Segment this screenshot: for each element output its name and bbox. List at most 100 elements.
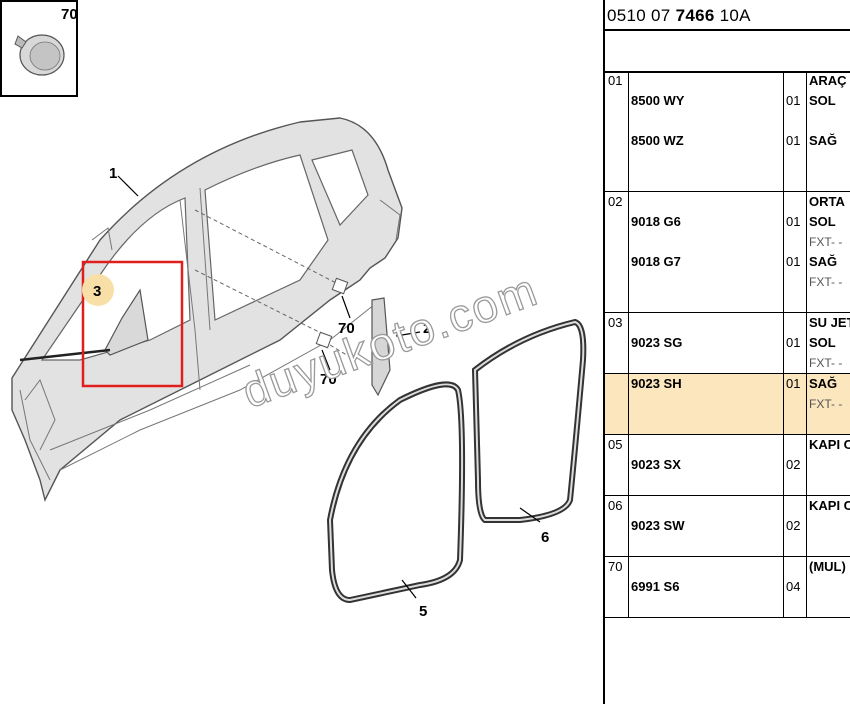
cell-part: 6991 S6	[628, 556, 784, 618]
description: (MUL)	[809, 559, 846, 574]
cell-qty: 04	[783, 556, 807, 618]
quantity	[786, 475, 806, 495]
description: FXT- -	[809, 397, 843, 411]
group-number: 06	[608, 498, 623, 513]
description	[809, 536, 850, 556]
part-number	[631, 353, 783, 373]
quantity	[786, 292, 806, 312]
quantity: 01	[786, 254, 801, 269]
cell-part: 9023 SH	[628, 373, 784, 435]
description: KAPI C	[809, 437, 850, 452]
table-header-box	[605, 29, 850, 73]
quantity: 01	[786, 335, 801, 350]
part-number	[631, 272, 783, 292]
callout-6: 6	[541, 529, 549, 546]
window-openings	[40, 149, 369, 361]
quantity	[786, 192, 806, 212]
description: FXT- -	[809, 356, 843, 370]
callout-leaders	[117, 175, 541, 599]
cell-grp: 02	[605, 191, 629, 313]
part-number	[631, 496, 783, 516]
description	[809, 111, 850, 131]
group-number: 05	[608, 437, 623, 452]
group-number: 70	[608, 559, 623, 574]
clip-markers	[315, 277, 349, 349]
quantity	[786, 111, 806, 131]
door-seal-front	[326, 381, 466, 604]
quantity: 04	[786, 579, 801, 594]
callout-70-upper: 70	[338, 320, 355, 337]
cell-qty: 02	[783, 495, 807, 557]
ref-suffix: 10A	[719, 6, 751, 25]
description: SU JET	[809, 315, 850, 330]
cell-grp: 70	[605, 556, 629, 618]
description	[809, 516, 850, 536]
description	[809, 597, 850, 617]
quantity	[786, 151, 806, 171]
part-number	[631, 111, 783, 131]
cell-part: 9023 SX	[628, 434, 784, 496]
part-number	[631, 171, 783, 191]
cell-part: 9023 SG	[628, 312, 784, 374]
pillar-trim-part	[371, 297, 391, 397]
quantity	[786, 414, 806, 434]
part-number	[631, 313, 783, 333]
part-number	[631, 151, 783, 171]
quantity: 01	[786, 133, 801, 148]
part-number: 9023 SW	[631, 518, 685, 533]
description: FXT- -	[809, 275, 843, 289]
quantity: 01	[786, 93, 801, 108]
description	[809, 455, 850, 475]
quantity: 01	[786, 376, 801, 391]
part-number	[631, 414, 783, 434]
part-number	[631, 536, 783, 556]
cell-desc: KAPI C	[806, 495, 850, 557]
cell-qty: 01	[783, 373, 807, 435]
ref-prefix: 0510 07	[607, 6, 671, 25]
dashed-leader-lines	[194, 209, 356, 361]
cell-grp: 03	[605, 312, 629, 374]
highlight-frame	[81, 260, 184, 388]
description	[809, 414, 850, 434]
callout-2: 2	[423, 320, 431, 337]
quantity	[786, 232, 806, 252]
group-number: 03	[608, 315, 623, 330]
group-number	[608, 374, 628, 394]
callout-3: 3	[93, 283, 101, 300]
cell-qty: 01 01	[783, 71, 807, 192]
quantity	[786, 496, 806, 516]
description	[809, 292, 850, 312]
cell-grp: 05	[605, 434, 629, 496]
callout-70-lower: 70	[320, 371, 337, 388]
description: ORTA	[809, 194, 845, 209]
cell-part: 9023 SW	[628, 495, 784, 557]
quantity	[786, 171, 806, 191]
part-number	[631, 71, 783, 91]
quantity	[786, 435, 806, 455]
group-number: 02	[608, 194, 623, 209]
inset-callout: 70	[61, 6, 78, 23]
quantity	[786, 353, 806, 373]
description: SAĞ	[809, 254, 838, 269]
quantity	[786, 557, 806, 577]
description: KAPI C	[809, 498, 850, 513]
part-number: 9023 SH	[631, 376, 682, 391]
cell-grp: 01	[605, 71, 629, 192]
cell-qty: 02	[783, 434, 807, 496]
panel-divider	[603, 0, 605, 704]
body-detail-lines	[19, 187, 401, 481]
part-number: 8500 WY	[631, 93, 685, 108]
